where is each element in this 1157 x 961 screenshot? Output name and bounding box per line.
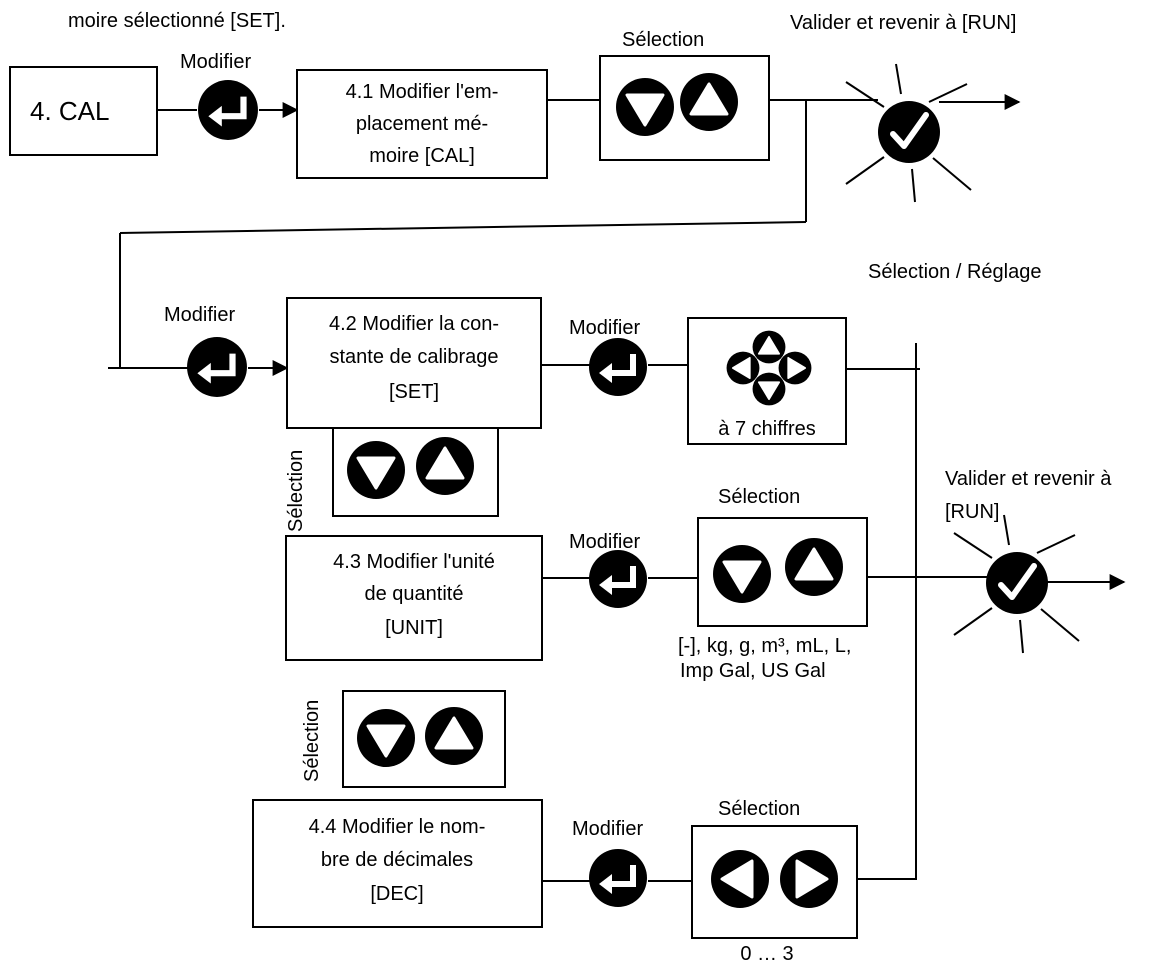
- valider-right-line2: [RUN]: [945, 501, 999, 523]
- arrow-up-icon[interactable]: [752, 330, 786, 364]
- enter-key-icon[interactable]: [589, 338, 647, 396]
- selection-vertical-label-2: Sélection: [301, 700, 323, 782]
- step-44-line2: bre de décimales: [321, 849, 473, 871]
- modifier-label-3: Modifier: [569, 317, 640, 339]
- arrow-down-icon[interactable]: [356, 708, 416, 768]
- step-41-box: [296, 69, 548, 179]
- valider-right-line1: Valider et revenir à: [945, 468, 1112, 490]
- arrow-down-icon[interactable]: [752, 372, 786, 406]
- arrow-left-icon[interactable]: [726, 351, 760, 385]
- enter-key-icon[interactable]: [589, 550, 647, 608]
- arrow-right-icon[interactable]: [778, 351, 812, 385]
- header-fragment-text: moire sélectionné [SET].: [68, 10, 286, 32]
- units-line1: [-], kg, g, m³, mL, L,: [678, 635, 851, 657]
- arrow-up-icon[interactable]: [784, 537, 844, 597]
- modifier-label-4: Modifier: [569, 531, 640, 553]
- arrow-down-icon[interactable]: [346, 440, 406, 500]
- arrow-left-icon[interactable]: [710, 849, 770, 909]
- step-43-box: [285, 535, 543, 661]
- selection-label-1: Sélection: [622, 29, 704, 51]
- arrow-up-icon[interactable]: [424, 706, 484, 766]
- step-43-line3: [UNIT]: [385, 617, 443, 639]
- step-cal-label: 4. CAL: [30, 96, 110, 126]
- selection-label-2: Sélection: [718, 486, 800, 508]
- step-44-line1: 4.4 Modifier le nom-: [309, 816, 486, 838]
- modifier-label-1: Modifier: [180, 51, 251, 73]
- arrow-down-icon[interactable]: [712, 544, 772, 604]
- step-41-line2: placement mé-: [356, 113, 488, 135]
- enter-key-icon[interactable]: [187, 337, 247, 397]
- checkmark-confirm-icon[interactable]: [846, 64, 971, 202]
- step-42-line2: stante de calibrage: [329, 346, 498, 368]
- valider-top-label: Valider et revenir à [RUN]: [790, 12, 1016, 34]
- step-42-line3: [SET]: [389, 381, 439, 403]
- arrow-up-icon[interactable]: [679, 72, 739, 132]
- enter-key-icon[interactable]: [589, 849, 647, 907]
- enter-key-icon[interactable]: [198, 80, 258, 140]
- arrow-right-icon[interactable]: [779, 849, 839, 909]
- selection-reglage-label: Sélection / Réglage: [868, 261, 1041, 283]
- step-42-line1: 4.2 Modifier la con-: [329, 313, 499, 335]
- step-43-line1: 4.3 Modifier l'unité: [333, 551, 495, 573]
- step-41-line1: 4.1 Modifier l'em-: [346, 81, 499, 103]
- step-44-box: [252, 799, 543, 928]
- digits-label: à 7 chiffres: [718, 418, 815, 440]
- decimals-range-label: 0 … 3: [740, 943, 793, 961]
- units-line2: Imp Gal, US Gal: [680, 660, 826, 682]
- selection-label-3: Sélection: [718, 798, 800, 820]
- arrow-up-icon[interactable]: [415, 436, 475, 496]
- step-43-line2: de quantité: [365, 583, 464, 605]
- modifier-label-5: Modifier: [572, 818, 643, 840]
- step-41-line3: moire [CAL]: [369, 145, 475, 167]
- selection-vertical-label-1: Sélection: [285, 450, 307, 532]
- step-44-line3: [DEC]: [370, 883, 423, 905]
- arrow-down-icon[interactable]: [615, 77, 675, 137]
- checkmark-confirm-icon[interactable]: [954, 515, 1079, 653]
- step-cal-box: [9, 66, 158, 156]
- modifier-label-2: Modifier: [164, 304, 235, 326]
